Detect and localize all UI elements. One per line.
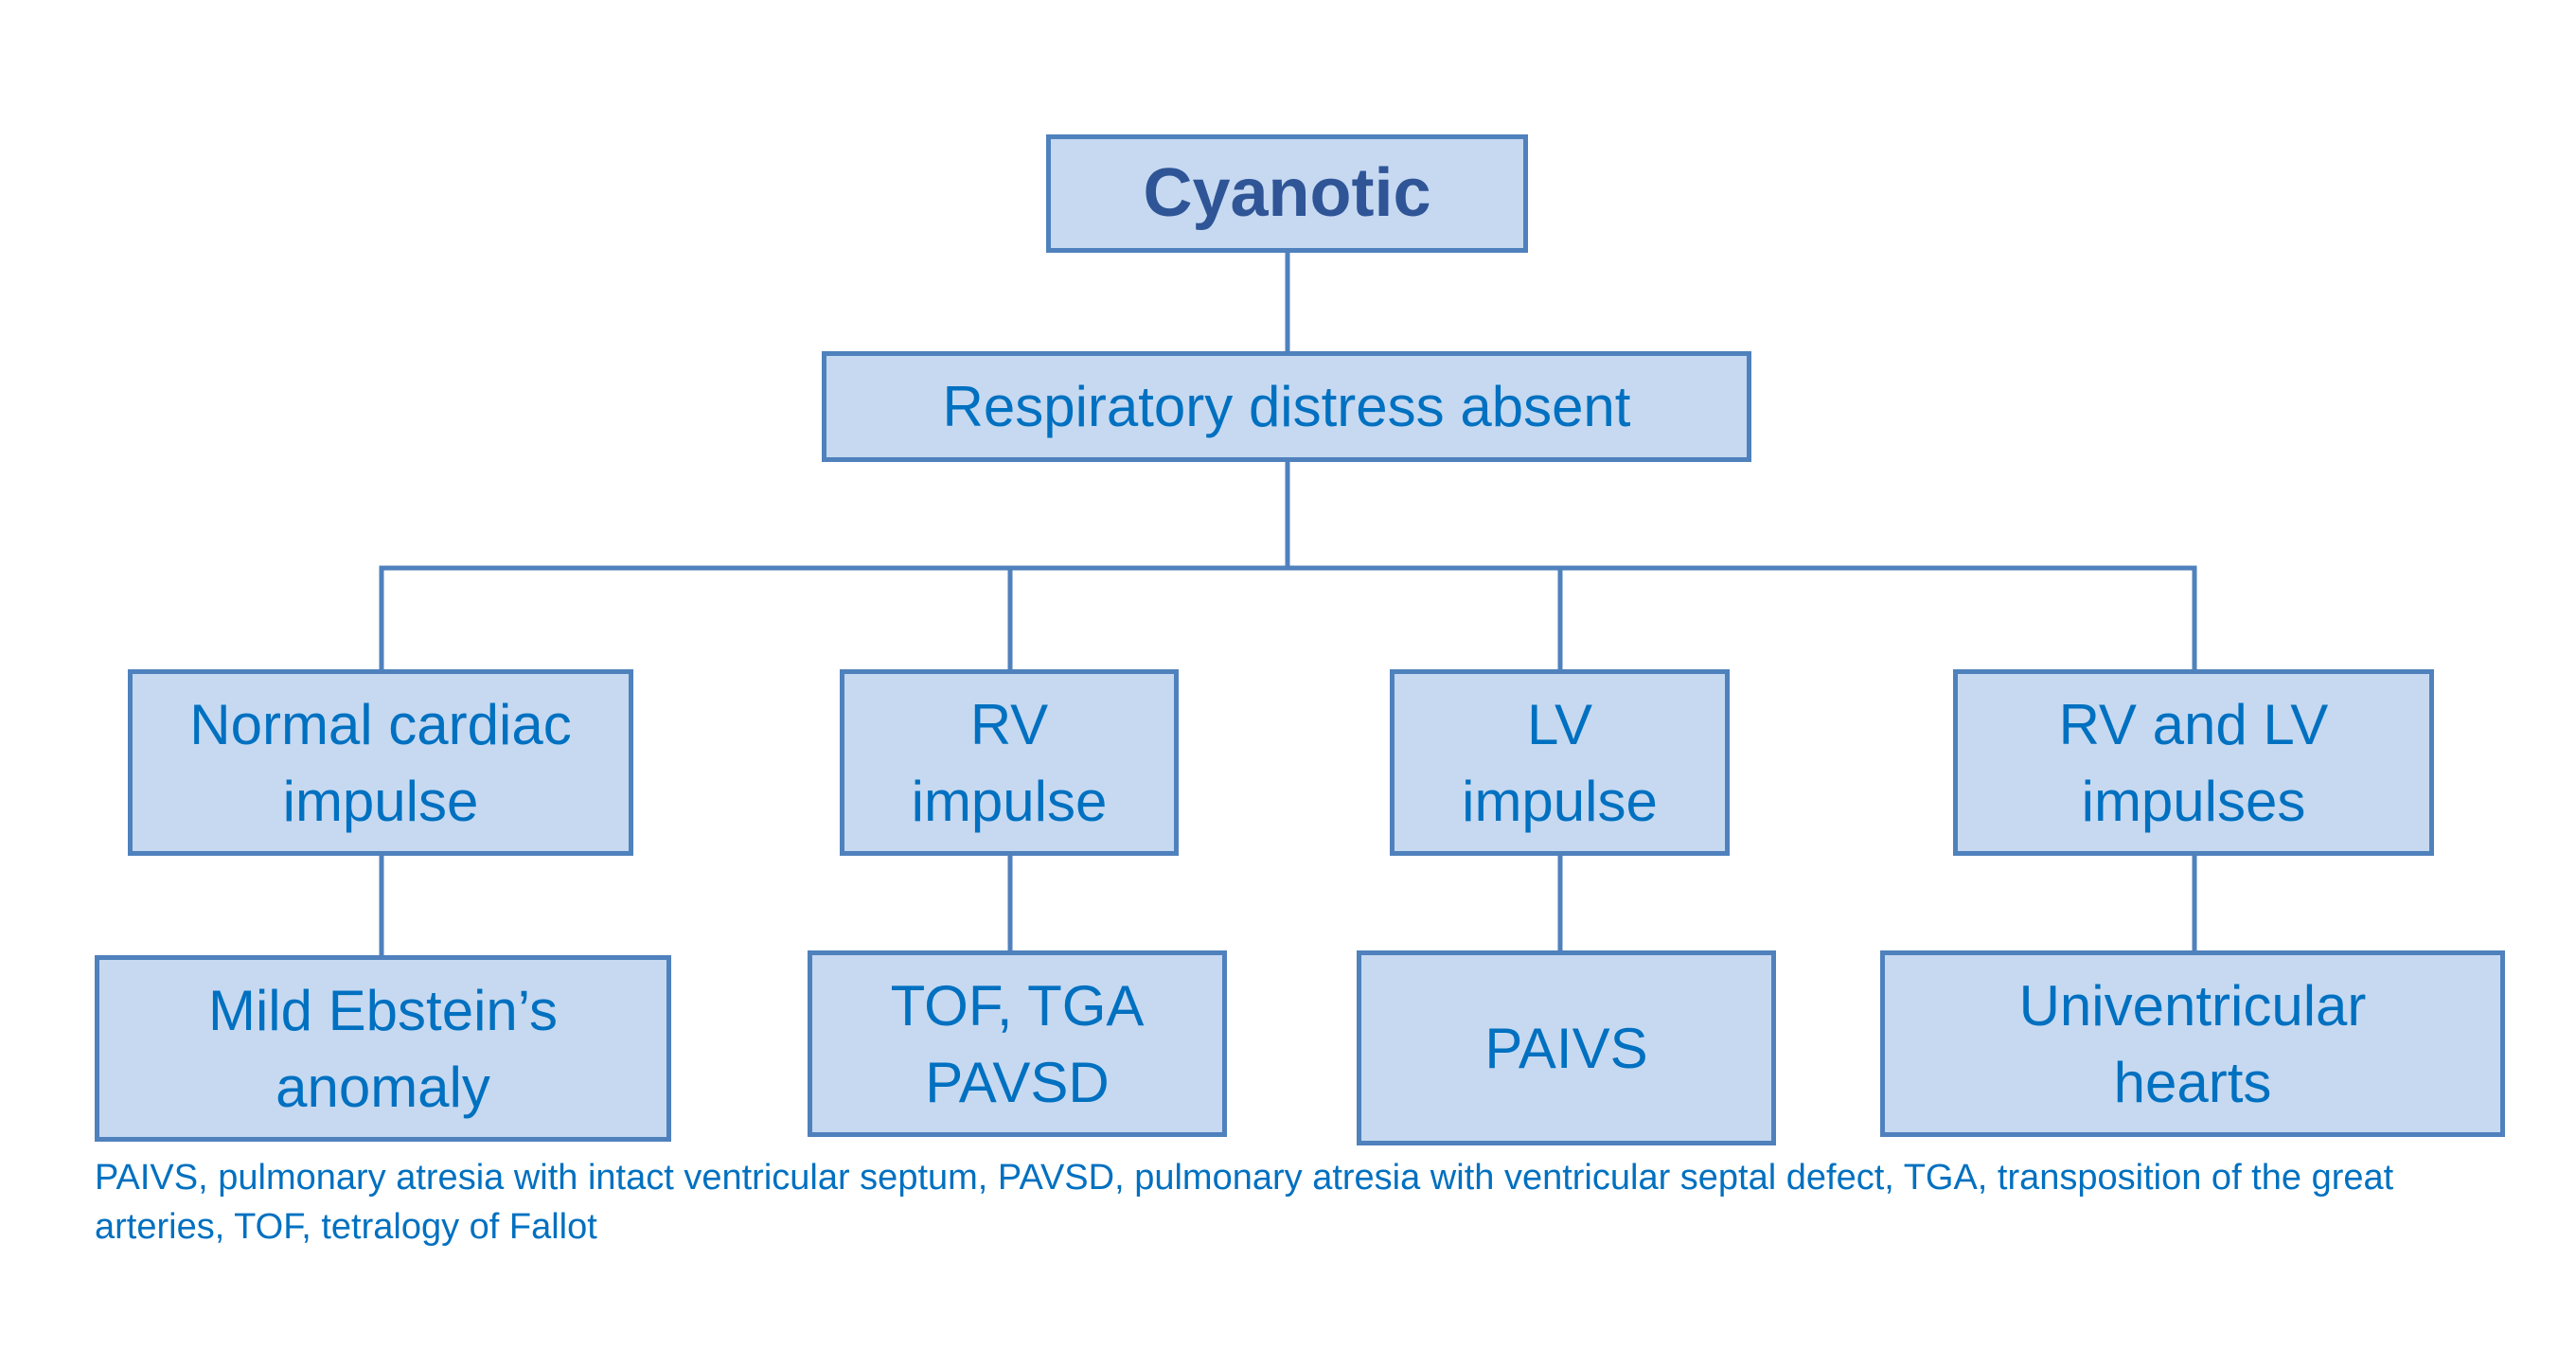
node-mild-ebsteins-anomaly: Mild Ebstein’s anomaly: [95, 955, 671, 1142]
root-node-cyanotic: Cyanotic: [1046, 134, 1528, 253]
diagnosis-node-label: PAIVS: [1484, 1016, 1648, 1080]
impulse-node-label: RV and LV impulses: [2058, 692, 2329, 833]
node-rv-and-lv-impulses: RV and LV impulses: [1953, 669, 2434, 856]
node-tof-tga-pavsd: TOF, TGA PAVSD: [808, 950, 1227, 1137]
node-univentricular-hearts: Univentricular hearts: [1880, 950, 2505, 1137]
impulse-node-label: LV impulse: [1462, 692, 1658, 833]
diagnosis-node-label: Univentricular hearts: [2018, 973, 2367, 1114]
node-normal-cardiac-impulse: Normal cardiac impulse: [128, 669, 633, 856]
level1-node-label: Respiratory distress absent: [942, 375, 1631, 438]
node-paivs: PAIVS: [1357, 950, 1776, 1145]
impulse-node-label: RV impulse: [911, 692, 1108, 833]
node-lv-impulse: LV impulse: [1390, 669, 1730, 856]
root-node-label: Cyanotic: [1143, 155, 1431, 231]
node-respiratory-distress-absent: Respiratory distress absent: [822, 351, 1751, 462]
diagnosis-node-label: TOF, TGA PAVSD: [890, 973, 1145, 1114]
abbreviations-footnote: PAIVS, pulmonary atresia with intact ven…: [95, 1158, 2394, 1247]
diagnosis-node-label: Mild Ebstein’s anomaly: [207, 978, 559, 1119]
impulse-node-label: Normal cardiac impulse: [189, 692, 572, 833]
node-rv-impulse: RV impulse: [840, 669, 1179, 856]
